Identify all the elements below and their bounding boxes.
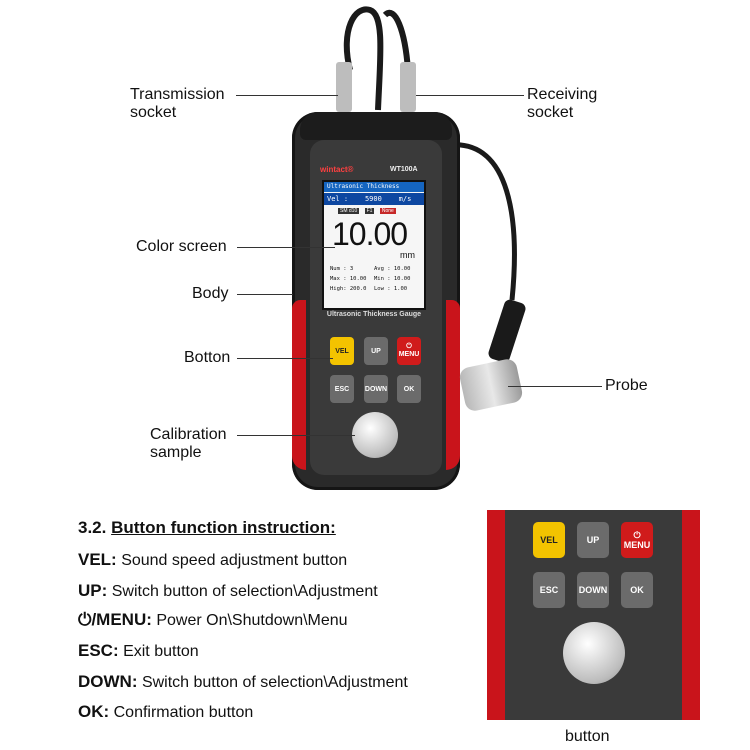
leader-line	[237, 294, 293, 295]
device-top-cap	[300, 112, 452, 140]
section-number: 3.2.	[78, 518, 107, 537]
stat-avg: Avg : 10.00	[374, 266, 411, 272]
power-icon: ⏻	[406, 343, 412, 350]
instruction-item: OK: Confirmation button	[78, 702, 253, 722]
instruction-desc: Switch button of selection\Adjustment	[141, 674, 408, 691]
zoom-ok-button[interactable]: OK	[621, 572, 653, 608]
velocity-value: 5900	[364, 195, 382, 203]
zoom-menu-button[interactable]: ⏻ MENU	[621, 522, 653, 558]
instruction-desc: Sound speed adjustment button	[121, 552, 348, 569]
power-icon: ⏻	[633, 530, 641, 540]
button-zoom-panel: VEL UP ⏻ MENU ESC DOWN OK	[487, 510, 700, 720]
calibration-sample	[352, 412, 398, 458]
instruction-item: DOWN: Switch button of selection\Adjustm…	[78, 672, 408, 692]
instruction-item: UP: Switch button of selection\Adjustmen…	[78, 581, 378, 601]
callout-body: Body	[192, 285, 229, 302]
mode-tag: SM d10	[338, 208, 360, 214]
menu-button[interactable]: ⏻ MENU	[397, 337, 421, 365]
instruction-desc: Exit button	[123, 643, 199, 660]
stat-high: High: 200.0	[330, 286, 367, 292]
callout-probe: Probe	[605, 377, 648, 394]
menu-label: MENU	[623, 540, 651, 550]
leader-line	[237, 247, 335, 248]
screen-tags: SM d10 F1 None	[338, 208, 400, 214]
red-grip-left	[487, 510, 505, 720]
esc-button[interactable]: ESC	[330, 375, 354, 403]
stat-low: Low : 1.00	[374, 286, 408, 292]
instruction-item: VEL: Sound speed adjustment button	[78, 550, 347, 570]
instruction-key: UP:	[78, 581, 108, 600]
screen-title: Ultrasonic Thickness	[324, 182, 424, 192]
gauge-label: Ultrasonic Thickness Gauge	[326, 311, 422, 318]
instruction-desc: Power On\Shutdown\Menu	[156, 612, 348, 629]
instruction-desc: Confirmation button	[113, 704, 254, 721]
up-button[interactable]: UP	[364, 337, 388, 365]
leader-line	[508, 386, 602, 387]
ok-button[interactable]: OK	[397, 375, 421, 403]
zoom-down-button[interactable]: DOWN	[577, 572, 609, 608]
zoom-caption: button	[565, 728, 610, 745]
velocity-unit: m/s	[398, 195, 412, 203]
leader-line	[237, 358, 333, 359]
section-heading: 3.2. Button function instruction:	[78, 518, 336, 538]
callout-receiving-socket: Receiving socket	[527, 86, 598, 121]
file-tag: F1	[364, 208, 375, 214]
callout-button: Botton	[184, 349, 231, 366]
instruction-key: ⏻/MENU:	[78, 610, 152, 629]
reading-unit: mm	[400, 250, 415, 260]
stat-min: Min : 10.00	[374, 276, 411, 282]
instruction-desc: Switch button of selection\Adjustment	[111, 583, 378, 600]
model-name: WT100A	[390, 166, 418, 173]
stat-max: Max : 10.00	[330, 276, 367, 282]
velocity-label: Vel :	[327, 195, 349, 203]
section-title: Button function instruction:	[111, 518, 336, 537]
zoom-up-button[interactable]: UP	[577, 522, 609, 558]
leader-line	[237, 435, 355, 436]
down-button[interactable]: DOWN	[364, 375, 388, 403]
leader-line	[236, 95, 338, 96]
alarm-tag: None	[379, 208, 396, 214]
callout-transmission-socket: Transmission socket	[130, 86, 225, 121]
zoom-calibration-sample	[563, 622, 625, 684]
instruction-key: DOWN:	[78, 672, 138, 691]
instruction-key: OK:	[78, 702, 110, 721]
zoom-vel-button[interactable]: VEL	[533, 522, 565, 558]
menu-label: MENU	[398, 351, 420, 358]
callout-color-screen: Color screen	[136, 238, 227, 255]
thickness-reading: 10.00	[332, 216, 408, 252]
screen-stats: Num : 3 Avg : 10.00 Max : 10.00 Min : 10.0…	[330, 264, 422, 294]
instruction-item: ESC: Exit button	[78, 641, 199, 661]
callout-calibration-sample: Calibration sample	[150, 426, 227, 461]
red-grip-left	[292, 300, 306, 470]
instruction-item: ⏻/MENU: Power On\Shutdown\Menu	[78, 610, 348, 630]
red-grip-right	[446, 300, 460, 470]
vel-button[interactable]: VEL	[330, 337, 354, 365]
red-grip-right	[682, 510, 700, 720]
leader-line	[416, 95, 524, 96]
brand-logo: wintact®	[320, 165, 354, 174]
screen-velocity-row: Vel : 5900 m/s	[324, 193, 424, 205]
instruction-key: ESC:	[78, 641, 119, 660]
zoom-esc-button[interactable]: ESC	[533, 572, 565, 608]
instruction-key: VEL:	[78, 550, 117, 569]
stat-num: Num : 3	[330, 266, 354, 272]
color-screen: Ultrasonic Thickness Vel : 5900 m/s SM d…	[322, 180, 426, 310]
